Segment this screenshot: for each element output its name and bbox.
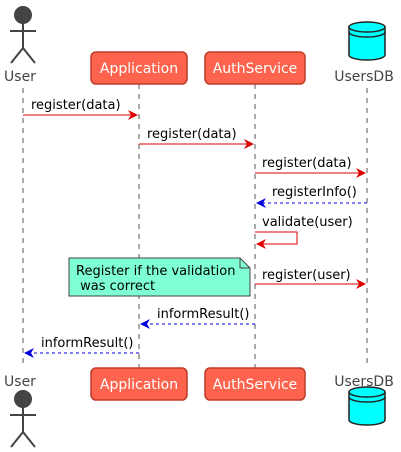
message-4: registerInfo() bbox=[256, 185, 367, 208]
message-1: register(data) bbox=[23, 98, 138, 120]
message-label: informResult() bbox=[41, 336, 133, 351]
message-2: register(data) bbox=[139, 127, 254, 149]
message-label: informResult() bbox=[157, 307, 249, 322]
message-8: informResult() bbox=[24, 336, 139, 358]
message-label: validate(user) bbox=[262, 215, 353, 230]
note-line-1: Register if the validation bbox=[76, 264, 235, 279]
database-usersdb-bottom: UsersDB bbox=[334, 374, 394, 426]
participant-label: AuthService bbox=[213, 377, 298, 393]
actor-user-bottom: User bbox=[4, 374, 36, 448]
message-label: register(data) bbox=[31, 98, 121, 113]
participant-authservice-bottom: AuthService bbox=[204, 367, 306, 401]
database-label: UsersDB bbox=[334, 69, 394, 85]
message-label: register(data) bbox=[262, 156, 352, 171]
message-label: registerInfo() bbox=[272, 185, 357, 200]
participant-application-top: Application bbox=[90, 51, 188, 85]
message-label: register(user) bbox=[262, 268, 351, 283]
note-line-2: was correct bbox=[76, 279, 155, 294]
note: Register if the validation was correct bbox=[68, 257, 251, 297]
message-5-self: validate(user) bbox=[255, 215, 353, 249]
actor-user-top: User bbox=[4, 6, 36, 85]
database-usersdb-top: UsersDB bbox=[334, 21, 394, 85]
message-7: informResult() bbox=[140, 307, 255, 329]
participant-authservice-top: AuthService bbox=[204, 51, 306, 85]
message-3: register(data) bbox=[255, 156, 366, 178]
participant-application-bottom: Application bbox=[90, 367, 188, 401]
message-6: register(user) bbox=[255, 268, 366, 289]
participant-label: AuthService bbox=[213, 61, 298, 77]
actor-label: User bbox=[4, 69, 36, 85]
participant-label: Application bbox=[100, 377, 178, 393]
participant-label: Application bbox=[100, 61, 178, 77]
message-label: register(data) bbox=[147, 127, 237, 142]
actor-label: User bbox=[4, 374, 36, 390]
database-label: UsersDB bbox=[334, 374, 394, 390]
